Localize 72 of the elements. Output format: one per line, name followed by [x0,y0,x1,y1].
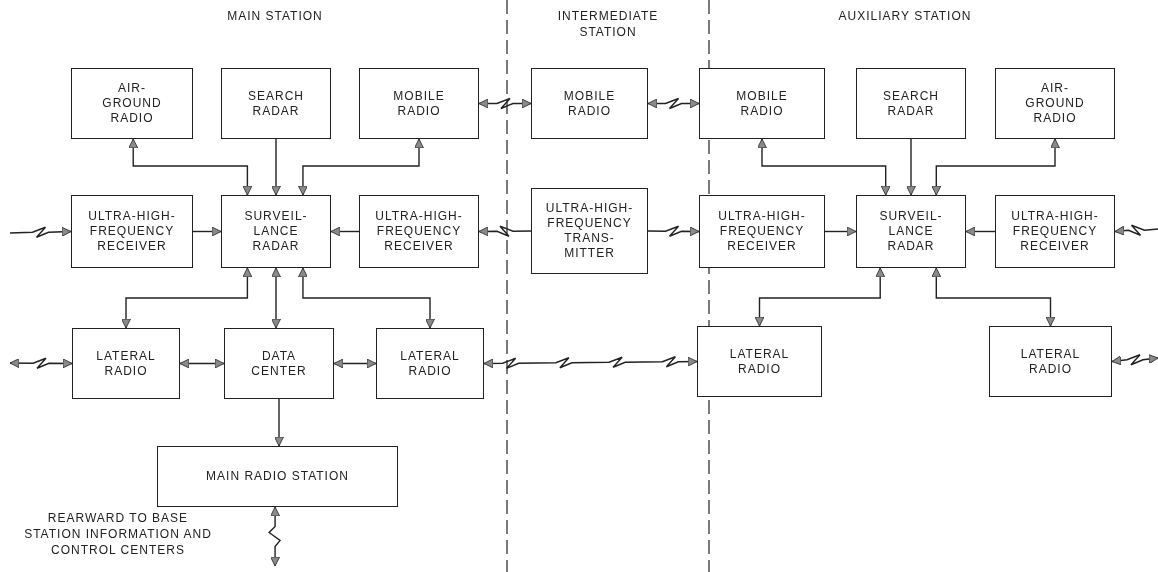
process-box [856,195,966,268]
arrow [121,267,253,329]
process-box [856,68,966,139]
arrow [298,267,435,329]
radio-link-arrow [1114,224,1158,236]
radio-link-arrow [9,226,72,238]
radio-link-arrow [1111,354,1158,366]
arrow [757,138,891,196]
box-label: ULTRA-HIGH- FREQUENCY RECEIVER [87,209,177,254]
arrow [824,226,857,237]
process-box [697,326,822,397]
process-box [989,326,1112,397]
box-label: SURVEIL- LANCE RADAR [243,209,309,254]
radio-link-arrow [9,357,73,369]
radio-link-arrow [268,506,282,567]
process-box [359,195,479,268]
arrow [931,138,1060,196]
box-label: MOBILE RADIO [392,88,446,119]
radio-link-arrow [647,225,700,237]
arrow [333,358,377,369]
arrow [965,226,996,237]
box-label: LATERAL RADIO [1019,346,1082,377]
process-box [224,328,334,399]
process-box [72,328,180,399]
section-heading: MAIN STATION [226,8,324,24]
box-label: MAIN RADIO STATION [206,469,349,484]
radio-link-arrow [478,225,532,237]
box-label: LATERAL RADIO [399,348,461,379]
arrow [906,138,916,196]
process-box [359,68,479,139]
arrow [274,398,284,447]
section-heading: INTERMEDIATE STATION [556,8,660,40]
box-label: LATERAL RADIO [728,346,791,377]
arrow [298,138,424,196]
process-box [995,195,1115,268]
process-box [221,68,331,139]
box-label: AIR- GROUND RADIO [101,81,163,126]
process-box [531,68,648,139]
box-label: ULTRA-HIGH- FREQUENCY RECEIVER [717,209,807,254]
process-box [157,446,398,507]
section-heading: AUXILIARY STATION [837,8,973,24]
process-box [531,188,648,274]
arrow [271,138,281,196]
box-label: DATA CENTER [250,348,308,379]
arrow [128,138,253,196]
arrow [271,267,281,329]
process-box [71,195,193,268]
box-label: LATERAL RADIO [95,348,157,379]
process-box [995,68,1115,139]
radio-link-arrow [647,97,700,110]
box-label: SEARCH RADAR [247,88,305,119]
process-box [71,68,193,139]
box-label: ULTRA-HIGH- FREQUENCY TRANS- MITTER [544,201,635,261]
box-label: ULTRA-HIGH- FREQUENCY RECEIVER [1010,209,1100,254]
arrow [192,226,222,237]
box-label: SURVEIL- LANCE RADAR [878,209,944,254]
note-text: REARWARD TO BASE STATION INFORMATION AND CONTROL CENTERS [23,510,213,558]
box-label: MOBILE RADIO [562,88,617,119]
box-label: AIR- GROUND RADIO [1024,81,1086,126]
process-box [376,328,484,399]
box-label: MOBILE RADIO [735,88,789,119]
radio-link-arrow [483,356,698,369]
process-box [221,195,331,268]
box-label: ULTRA-HIGH- FREQUENCY RECEIVER [374,209,464,254]
arrow [754,267,886,327]
process-box [699,68,825,139]
arrow [330,226,360,237]
arrow [931,267,1056,327]
process-box [699,195,825,268]
arrow [179,358,225,369]
box-label: SEARCH RADAR [882,88,940,119]
radio-link-arrow [478,97,532,110]
